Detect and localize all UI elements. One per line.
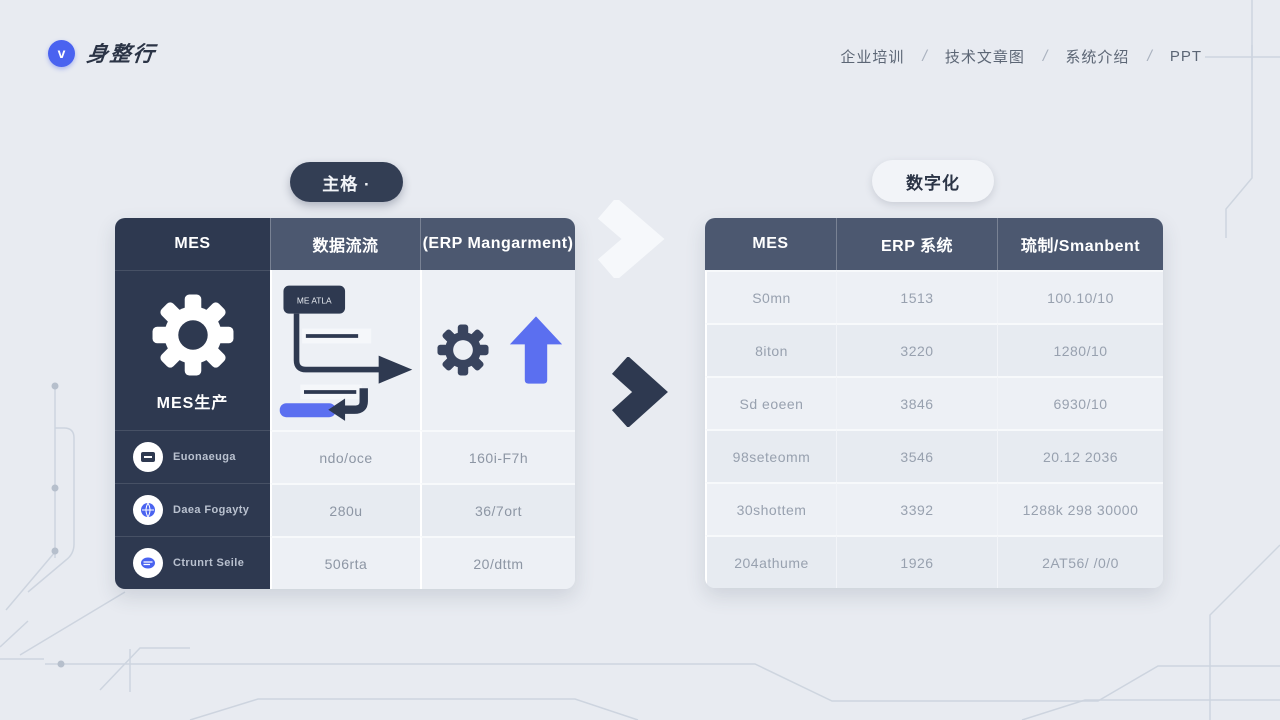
table-cell: 100.10/10 (997, 270, 1163, 323)
table-cell: 1926 (836, 535, 997, 588)
table-cell: 3392 (836, 482, 997, 535)
row-label-cell: Euonaeuga (115, 430, 270, 483)
top-navigation: 企业培训 / 技术文章图 / 系统介绍 / PPT (840, 46, 1202, 67)
table-cell: 1513 (836, 270, 997, 323)
row-label-cell: Ctrunrt Seile (115, 536, 270, 589)
table-cell: Sd eoeen (705, 376, 836, 429)
table-cell: 98seteomm (705, 429, 836, 482)
table-row: Euonaeuga ndo/oce 160i-F7h (115, 430, 575, 483)
card-icon (133, 548, 163, 578)
left-section-title-pill: 主格 · (290, 162, 403, 202)
row-label: Ctrunrt Seile (173, 557, 245, 569)
table-row: 30shottem 3392 1288k 298 30000 (705, 482, 1163, 535)
gear-icon (436, 324, 489, 376)
logo-icon: v (48, 39, 75, 67)
nav-separator: / (1147, 47, 1152, 65)
table-feature-row: MES生产 ME ATLA (115, 270, 575, 430)
column-header: ERP 系统 (836, 218, 997, 270)
table-row: S0mn 1513 100.10/10 (705, 270, 1163, 323)
nav-item-system-intro[interactable]: 系统介绍 (1065, 49, 1130, 66)
erp-cell (420, 270, 575, 430)
table-cell: 3846 (836, 376, 997, 429)
table-cell: ndo/oce (270, 430, 420, 483)
table-header-row: MES ERP 系统 琉制/Smanbent (705, 218, 1163, 270)
table-row: 98seteomm 3546 20.12 2036 (705, 429, 1163, 482)
table-cell: 8iton (705, 323, 836, 376)
nav-separator: / (1042, 47, 1048, 65)
table-cell: 280u (270, 483, 420, 536)
table-cell: 1280/10 (997, 323, 1163, 376)
row-label-cell: Daea Fogayty (115, 483, 270, 536)
logo-text: 身整行 (85, 43, 158, 66)
table-cell: 6930/10 (997, 376, 1163, 429)
chevron-dark-icon (611, 357, 668, 427)
table-cell: 2AT56/ /0/0 (997, 535, 1163, 588)
flowchart-icon: ME ATLA (279, 285, 413, 421)
screen-icon (133, 442, 163, 472)
table-cell: 30shottem (705, 482, 836, 535)
column-header: MES (115, 218, 270, 270)
table-cell: 160i-F7h (420, 430, 575, 483)
digital-comparison-table: MES ERP 系统 琉制/Smanbent S0mn 1513 100.10/… (705, 218, 1163, 588)
brand-logo[interactable]: v 身整行 (48, 38, 158, 68)
globe-icon (133, 495, 163, 525)
row-label: Daea Fogayty (173, 504, 250, 516)
row-label: Euonaeuga (173, 451, 236, 463)
column-header: (ERP Mangarment) (420, 218, 575, 270)
column-header: 数据流流 (270, 218, 420, 270)
column-header: 琉制/Smanbent (997, 218, 1163, 270)
table-row: Daea Fogayty 280u 36/7ort (115, 483, 575, 536)
up-arrow-icon (509, 316, 562, 384)
table-cell: 3220 (836, 323, 997, 376)
table-row: 204athume 1926 2AT56/ /0/0 (705, 535, 1163, 588)
table-cell: 36/7ort (420, 483, 575, 536)
table-row: Sd eoeen 3846 6930/10 (705, 376, 1163, 429)
table-cell: 3546 (836, 429, 997, 482)
right-section-title-pill: 数字化 (872, 160, 994, 202)
table-header-row: MES 数据流流 (ERP Mangarment) (115, 218, 575, 270)
table-cell: 1288k 298 30000 (997, 482, 1163, 535)
table-cell: 506rta (270, 536, 420, 589)
mes-source-table: MES 数据流流 (ERP Mangarment) MES生产 (115, 218, 575, 589)
chevron-light-icon (597, 200, 665, 278)
table-row: Ctrunrt Seile 506rta 20/dttm (115, 536, 575, 589)
table-cell: 20/dttm (420, 536, 575, 589)
feature-label: MES生产 (156, 394, 229, 412)
gear-icon (152, 294, 233, 375)
data-flow-cell: ME ATLA (270, 270, 420, 430)
column-header: MES (705, 218, 836, 270)
table-cell: S0mn (705, 270, 836, 323)
nav-item-training[interactable]: 企业培训 (840, 49, 905, 66)
nav-item-ppt[interactable]: PPT (1169, 48, 1202, 65)
table-cell: 204athume (705, 535, 836, 588)
mes-feature-cell: MES生产 (115, 270, 270, 430)
table-row: 8iton 3220 1280/10 (705, 323, 1163, 376)
table-cell: 20.12 2036 (997, 429, 1163, 482)
svg-text:ME ATLA: ME ATLA (297, 295, 332, 305)
nav-item-tech-docs[interactable]: 技术文章图 (944, 49, 1025, 66)
nav-separator: / (922, 47, 927, 65)
